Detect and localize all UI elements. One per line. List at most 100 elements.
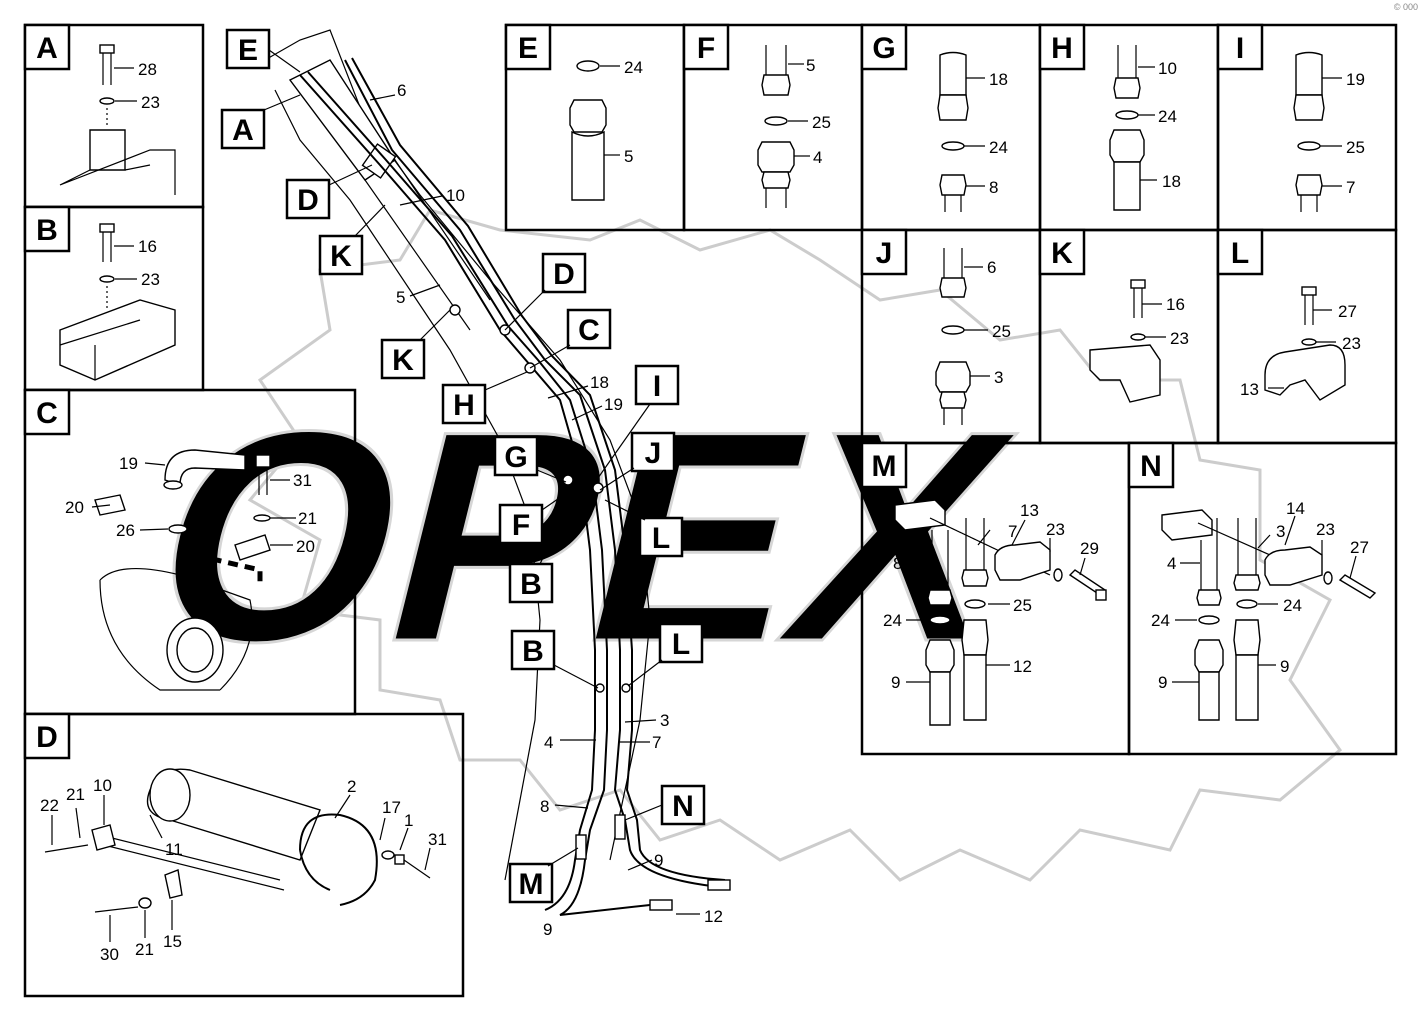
panel-J-label-2: 3 (994, 368, 1003, 387)
panel-D-label-7: 31 (428, 830, 447, 849)
main-tag-C: C (529, 308, 612, 369)
svg-text:F: F (512, 509, 530, 542)
svg-text:10: 10 (446, 186, 465, 205)
panel-I-label-1: 25 (1346, 138, 1365, 157)
svg-text:12: 12 (704, 907, 723, 926)
panel-K-label-0: 16 (1166, 295, 1185, 314)
panel-M-label-3: 8 (893, 554, 902, 573)
panel-K-parts: 16 23 (1089, 279, 1189, 403)
main-tag-B-lower: B (510, 629, 599, 689)
svg-text:H: H (1051, 32, 1073, 65)
panel-J-label-1: 25 (992, 322, 1011, 341)
panel-B-parts: 16 23 (59, 223, 176, 381)
panel-D-label-2: 10 (93, 776, 112, 795)
main-tag-D-mid: D (504, 252, 587, 331)
panel-M-parts: 13 7 23 8 29 25 24 12 9 (883, 499, 1107, 726)
panel-B-label-1: 23 (141, 270, 160, 289)
main-tag-J: J (599, 431, 676, 491)
svg-text:19: 19 (604, 395, 623, 414)
panel-H-tag: H (1038, 23, 1086, 71)
svg-text:8: 8 (540, 797, 549, 816)
svg-text:B: B (36, 214, 58, 247)
panel-C-label-0: 19 (119, 454, 138, 473)
main-part-labels: 6 10 5 18 19 3 4 7 8 9 9 12 (369, 81, 723, 939)
panel-N-label-5: 24 (1283, 596, 1302, 615)
panel-N-label-3: 4 (1167, 554, 1176, 573)
main-tag-N: N (624, 784, 706, 826)
panel-F-label-2: 4 (813, 148, 822, 167)
panel-M-label-0: 13 (1020, 501, 1039, 520)
panel-G-label-1: 24 (989, 138, 1008, 157)
panel-I-label-0: 19 (1346, 70, 1365, 89)
panel-I-tag: I (1216, 23, 1264, 71)
panel-M-label-5: 25 (1013, 596, 1032, 615)
panel-N-label-6: 24 (1151, 611, 1170, 630)
watermark-logo: OPEX (123, 208, 1343, 882)
panel-N-label-1: 3 (1276, 522, 1285, 541)
panel-D-parts: 22 21 10 11 2 17 1 31 30 21 15 (40, 768, 447, 964)
main-tag-A: A (220, 94, 301, 150)
svg-text:G: G (872, 32, 895, 65)
panel-E-parts: 24 5 (569, 58, 643, 201)
panel-G-tag: G (860, 23, 908, 71)
svg-text:G: G (504, 441, 527, 474)
svg-text:J: J (645, 437, 662, 470)
main-tag-E: E (225, 28, 301, 73)
main-tag-I: I (597, 364, 680, 479)
panel-I-parts: 19 25 7 (1293, 51, 1365, 212)
panel-C-parts: 19 31 20 26 21 20 (65, 449, 317, 691)
panel-C-label-4: 21 (298, 509, 317, 528)
panel-D-label-3: 11 (165, 840, 183, 859)
panel-C-label-3: 26 (116, 521, 135, 540)
panel-D-frame (23, 712, 465, 998)
panel-N-label-2: 23 (1316, 520, 1335, 539)
svg-text:J: J (876, 237, 893, 270)
main-tag-G: G (493, 435, 567, 483)
svg-text:B: B (522, 635, 544, 668)
svg-text:B: B (520, 568, 542, 601)
panel-N-label-7: 9 (1280, 657, 1289, 676)
panel-K-label-1: 23 (1170, 329, 1189, 348)
svg-text:I: I (1236, 32, 1244, 65)
main-tag-K-lower: K (380, 309, 451, 380)
panel-L-label-1: 23 (1342, 334, 1361, 353)
corner-mark: © 000 (1393, 2, 1418, 12)
svg-text:E: E (238, 34, 258, 67)
main-tag-L-upper: L (604, 499, 684, 558)
panel-N-label-8: 9 (1158, 673, 1167, 692)
panel-L-label-0: 27 (1338, 302, 1357, 321)
panel-F-tag: F (682, 23, 730, 71)
svg-text:K: K (330, 240, 352, 273)
svg-text:18: 18 (590, 373, 609, 392)
svg-text:7: 7 (652, 733, 661, 752)
svg-text:M: M (872, 450, 897, 483)
svg-text:6: 6 (397, 81, 406, 100)
panel-G-label-2: 8 (989, 178, 998, 197)
panel-H-label-2: 18 (1162, 172, 1181, 191)
panel-K-tag: K (1038, 228, 1086, 276)
panel-J-parts: 6 25 3 (935, 248, 1011, 425)
panel-H-label-0: 10 (1158, 59, 1177, 78)
panel-I-label-2: 7 (1346, 178, 1355, 197)
panel-C-label-2: 20 (65, 498, 84, 517)
panel-B-tag: B (23, 205, 71, 253)
svg-text:D: D (36, 721, 58, 754)
panel-L-parts: 27 23 13 (1240, 286, 1361, 401)
panel-J-tag: J (860, 228, 908, 276)
panel-F-label-0: 5 (806, 56, 815, 75)
main-tag-F: F (498, 491, 569, 545)
svg-text:5: 5 (396, 288, 405, 307)
svg-text:K: K (392, 344, 414, 377)
panel-A-parts: 28 23 (59, 44, 176, 195)
panel-N-parts: 14 3 23 4 27 24 24 9 9 (1151, 499, 1377, 721)
panel-G-parts: 18 24 8 (937, 51, 1008, 212)
panel-B-label-0: 16 (138, 237, 157, 256)
svg-text:D: D (553, 258, 575, 291)
panel-M-label-6: 24 (883, 611, 902, 630)
svg-text:A: A (36, 32, 58, 65)
panel-D-label-9: 21 (135, 940, 154, 959)
panel-J-label-0: 6 (987, 258, 996, 277)
panel-C-tag: C (23, 388, 71, 436)
panel-C-label-1: 31 (293, 471, 312, 490)
